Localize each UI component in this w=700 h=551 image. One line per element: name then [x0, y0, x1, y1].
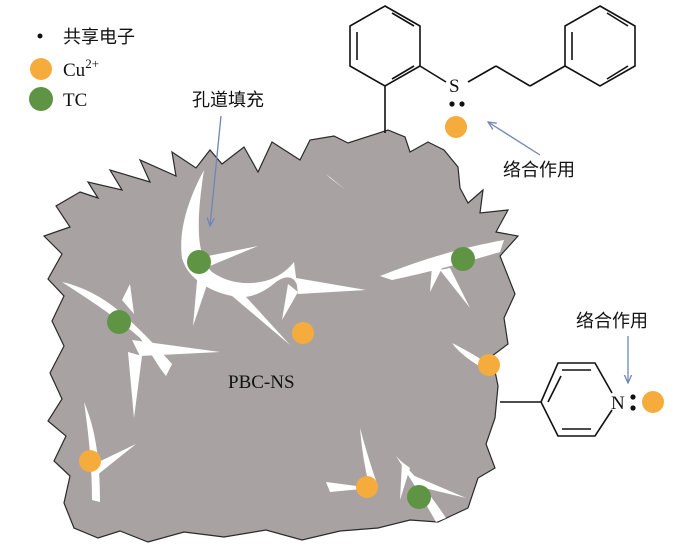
- pore-bottom-left-spike: [90, 444, 136, 476]
- legend-electron-dot: [37, 33, 43, 39]
- tc-particle: [187, 250, 211, 274]
- coordination-top-arrow: [488, 122, 541, 156]
- pore-filling-label: 孔道填充: [192, 90, 264, 111]
- legend-cu-marker: [30, 58, 52, 80]
- pore-spike-4: [296, 278, 366, 294]
- pore-top-spike: [326, 174, 346, 190]
- legend-tc-label: TC: [63, 90, 87, 111]
- ring-to-sulfur-bond: [419, 65, 447, 83]
- legend-cu-charge: 2+: [85, 56, 99, 71]
- adsorbed-tc: [107, 247, 475, 509]
- cu-particle: [478, 354, 500, 376]
- pore-spike-3: [225, 286, 290, 345]
- nitrogen-lone-pair: [630, 394, 636, 411]
- pore-left-long: [62, 282, 172, 376]
- tc-particle: [407, 485, 431, 509]
- legend-shared-electron-label: 共享电子: [63, 27, 135, 48]
- pore-right-spike-2: [430, 266, 442, 292]
- pore-left-spike-2: [122, 284, 134, 314]
- pore-bottom-right-spike-2: [400, 462, 410, 500]
- sulfur-lone-pair: [449, 101, 465, 107]
- legend-cu-label: Cu2+: [63, 56, 99, 81]
- pore-filling-arrow: [210, 115, 222, 226]
- shared-electron-dot: [630, 394, 636, 400]
- pores: [62, 170, 504, 522]
- adsorbed-cu: [79, 322, 500, 498]
- cu-particle: [79, 450, 101, 472]
- chain-bond: [495, 65, 531, 87]
- cu-particle: [356, 476, 378, 498]
- pore-right-spike-1: [440, 268, 470, 308]
- coordination-right-label: 络合作用: [576, 311, 648, 332]
- cu-complexed-nitrogen: [642, 391, 664, 413]
- shared-electron-dot: [630, 405, 636, 411]
- cu-complexed-sulfur: [445, 116, 467, 138]
- legend-tc-marker: [29, 87, 53, 111]
- sulfur-to-chain-bond: [467, 65, 497, 83]
- legend: 共享电子 Cu2+ TC: [29, 27, 135, 111]
- nitrogen-atom-label: N: [611, 393, 625, 414]
- chain-to-ring-bond: [529, 65, 566, 87]
- pore-spike-1: [198, 246, 258, 268]
- shared-electron-dot: [449, 101, 455, 107]
- thioether-molecule: [349, 5, 636, 133]
- pore-spike-2: [193, 270, 210, 326]
- pore-left-spike-3: [128, 352, 142, 418]
- pore-bottom-center-spike: [326, 482, 372, 492]
- tc-particle: [107, 310, 131, 334]
- pore-spike-5: [282, 284, 298, 320]
- pore-right-upper: [380, 240, 504, 280]
- shared-electron-dot: [459, 101, 465, 107]
- coordination-top-label: 络合作用: [503, 160, 575, 181]
- sulfur-atom-label: S: [449, 76, 460, 97]
- cu-particle: [292, 322, 314, 344]
- benzene-ring-left: [349, 5, 421, 87]
- pyridine-molecule: [500, 362, 613, 437]
- pore-bottom-right-spike-1: [410, 474, 466, 498]
- pbc-ns-label: PBC-NS: [228, 372, 295, 393]
- pyridine-ring: [540, 362, 613, 437]
- pore-left-spike-1: [132, 340, 220, 356]
- benzene-ring-right: [564, 5, 636, 87]
- tc-particle: [451, 247, 475, 271]
